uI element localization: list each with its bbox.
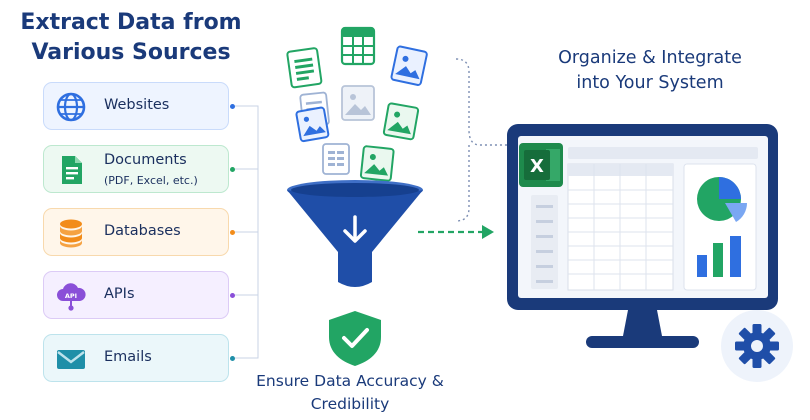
api-icon-text: API xyxy=(65,292,77,300)
source-label-emails: Emails xyxy=(104,349,152,365)
flow-arrow xyxy=(418,225,494,239)
funnel-icon xyxy=(287,180,423,287)
left-title: Extract Data from Various Sources xyxy=(6,8,256,68)
bar-chart-icon xyxy=(697,236,741,277)
source-sublabel-documents: (PDF, Excel, etc.) xyxy=(104,174,198,187)
source-connector-lines xyxy=(235,105,259,359)
integration-bracket xyxy=(455,58,510,222)
envelope-icon xyxy=(57,350,85,369)
source-card-databases: Databases xyxy=(43,208,229,256)
accuracy-caption: Ensure Data Accuracy & Credibility xyxy=(250,370,450,416)
connector-dot-emails xyxy=(230,356,235,361)
api-cloud-icon: API xyxy=(57,283,86,311)
image-file-icon xyxy=(390,45,428,86)
source-label-apis: APIs xyxy=(104,286,135,302)
right-title: Organize & Integrate into Your System xyxy=(530,46,770,96)
settings-gear-icon xyxy=(721,310,793,382)
connector-dot-websites xyxy=(230,104,235,109)
connector-dot-databases xyxy=(230,230,235,235)
source-card-documents: Documents (PDF, Excel, etc.) xyxy=(43,145,229,193)
pie-chart-icon xyxy=(697,177,747,222)
database-icon xyxy=(60,219,82,248)
source-card-websites: Websites xyxy=(43,82,229,130)
connector-dot-apis xyxy=(230,293,235,298)
source-label-documents: Documents xyxy=(104,152,187,168)
source-card-apis: API APIs xyxy=(43,271,229,319)
photo-file-icon xyxy=(341,85,375,121)
caption-line-1: Ensure Data Accuracy & xyxy=(256,372,444,390)
excel-app-icon: X xyxy=(519,143,563,187)
source-card-emails: Emails xyxy=(43,334,229,382)
green-image-file-icon xyxy=(382,102,420,141)
spreadsheet-file-icon xyxy=(286,47,323,89)
left-title-line-2: Various Sources xyxy=(31,40,231,65)
source-label-databases: Databases xyxy=(104,223,181,239)
right-title-line-1: Organize & Integrate xyxy=(558,48,742,68)
left-title-line-1: Extract Data from xyxy=(20,10,242,35)
blue-image-file-icon xyxy=(295,106,330,143)
chart-file-icon xyxy=(359,145,395,182)
document-icon xyxy=(62,156,82,184)
source-label-websites: Websites xyxy=(104,97,170,113)
caption-line-2: Credibility xyxy=(310,395,390,413)
globe-icon xyxy=(56,92,86,122)
table-file-icon xyxy=(322,143,350,175)
connector-dot-documents xyxy=(230,167,235,172)
excel-app-letter: X xyxy=(530,156,544,177)
sheet-grid-icon xyxy=(340,26,376,66)
right-title-line-2: into Your System xyxy=(576,73,724,93)
shield-check-icon xyxy=(329,311,381,366)
